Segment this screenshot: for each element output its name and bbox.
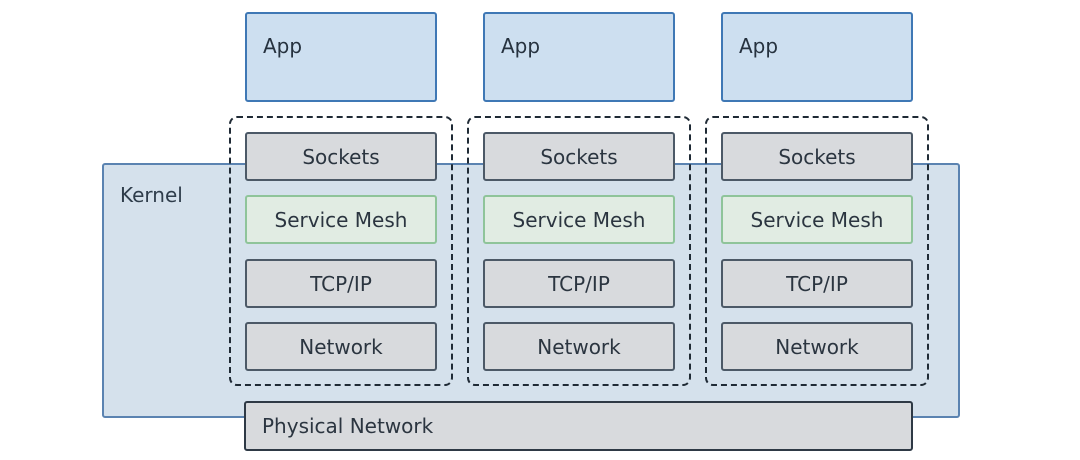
service-mesh-layer-1: Service Mesh [245, 195, 437, 244]
app-label-2: App [501, 34, 541, 58]
physical-network-layer: Physical Network [244, 401, 913, 451]
app-box-3: App [721, 12, 913, 102]
network-layer-3: Network [721, 322, 913, 371]
service-mesh-layer-2: Service Mesh [483, 195, 675, 244]
network-layer-1: Network [245, 322, 437, 371]
sockets-layer-1: Sockets [245, 132, 437, 181]
app-label-3: App [739, 34, 779, 58]
tcp-ip-layer-1: TCP/IP [245, 259, 437, 308]
tcp-ip-layer-3: TCP/IP [721, 259, 913, 308]
stack-group-1 [229, 116, 453, 386]
app-label-1: App [263, 34, 303, 58]
sockets-layer-2: Sockets [483, 132, 675, 181]
stack-group-2 [467, 116, 691, 386]
kernel-label: Kernel [120, 183, 183, 207]
app-box-1: App [245, 12, 437, 102]
stack-group-3 [705, 116, 929, 386]
service-mesh-layer-3: Service Mesh [721, 195, 913, 244]
sockets-layer-3: Sockets [721, 132, 913, 181]
app-box-2: App [483, 12, 675, 102]
network-layer-2: Network [483, 322, 675, 371]
tcp-ip-layer-2: TCP/IP [483, 259, 675, 308]
